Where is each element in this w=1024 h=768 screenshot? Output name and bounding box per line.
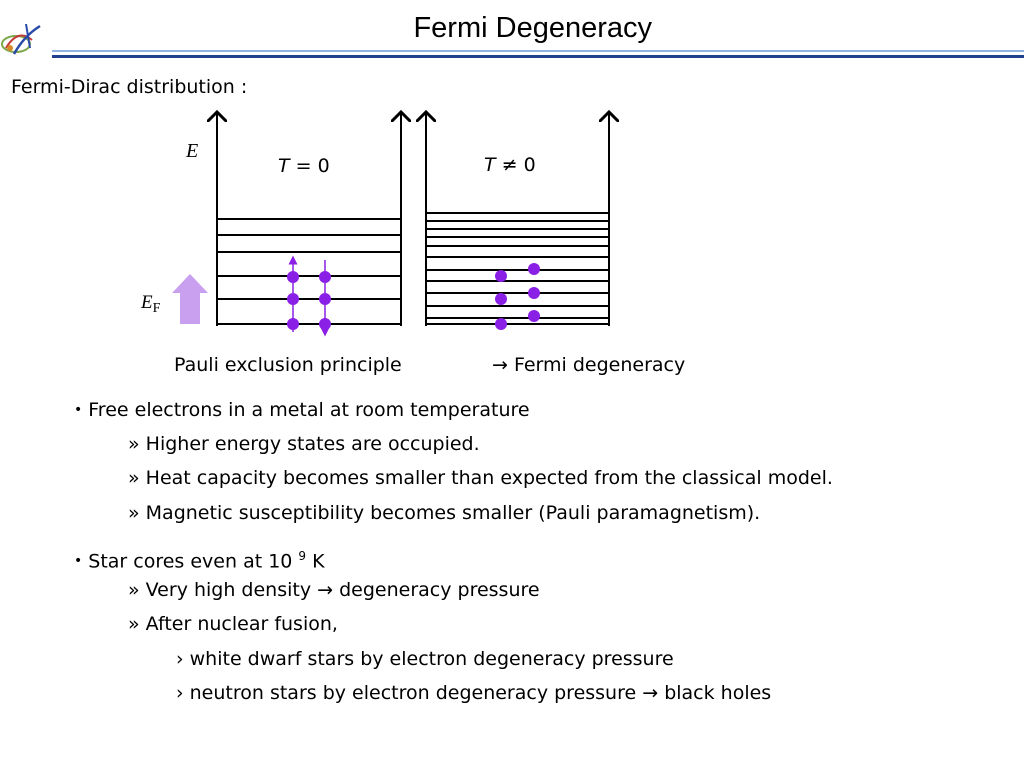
electron — [495, 318, 507, 330]
sub-bullet: » Higher energy states are occupied. — [128, 433, 480, 455]
electron — [495, 293, 507, 305]
caption-degeneracy: → Fermi degeneracy — [492, 354, 686, 376]
energy-axis-label: E — [185, 140, 198, 162]
electron — [319, 293, 331, 305]
right-arrow-icon: → — [317, 579, 334, 601]
right-energy-levels — [426, 212, 609, 325]
right-electrons — [495, 263, 540, 330]
title-divider-light — [52, 50, 1024, 52]
electron — [319, 271, 331, 283]
electron — [495, 270, 507, 282]
electron — [287, 318, 299, 330]
bullet-dot-icon: • — [74, 553, 83, 570]
electron — [528, 263, 540, 275]
fermi-diagram: E T = 0 EF — [140, 100, 1024, 337]
right-panel: T ≠ 0 — [426, 112, 609, 330]
up-arrow-icon — [172, 274, 208, 324]
electron — [528, 310, 540, 322]
fermi-level-label: EF — [140, 292, 161, 316]
electron — [528, 287, 540, 299]
bullet-star: •Star cores even at 10 9 K — [74, 549, 325, 573]
left-panel-label: T = 0 — [278, 155, 330, 177]
sub-sub-bullet: › neutron stars by electron degeneracy p… — [176, 682, 772, 704]
fermi-level-arrow: EF — [140, 274, 208, 324]
bullet-metal: •Free electrons in a metal at room tempe… — [74, 399, 530, 421]
sub-bullet: » Heat capacity becomes smaller than exp… — [128, 467, 833, 489]
bullet-dot-icon: • — [74, 402, 83, 418]
right-panel-label: T ≠ 0 — [484, 154, 536, 176]
left-electrons — [287, 271, 331, 330]
logo-icon — [1, 23, 41, 55]
page-title: Fermi Degeneracy — [413, 12, 652, 44]
electron — [287, 293, 299, 305]
caption-pauli: Pauli exclusion principle — [174, 354, 402, 376]
left-panel: E T = 0 — [185, 112, 401, 337]
sub-sub-bullet: › white dwarf stars by electron degenera… — [176, 648, 674, 670]
section-heading: Fermi-Dirac distribution : — [11, 76, 248, 98]
right-arrow-icon: → — [492, 354, 508, 376]
electron — [287, 271, 299, 283]
left-energy-levels — [217, 218, 401, 325]
sub-bullet: » Magnetic susceptibility becomes smalle… — [128, 502, 761, 524]
sub-bullet: » After nuclear fusion, — [128, 613, 338, 635]
electron — [319, 318, 331, 330]
sub-bullet: » Very high density → degeneracy pressur… — [128, 579, 540, 601]
right-arrow-icon: → — [642, 682, 659, 704]
title-divider — [52, 55, 1024, 58]
